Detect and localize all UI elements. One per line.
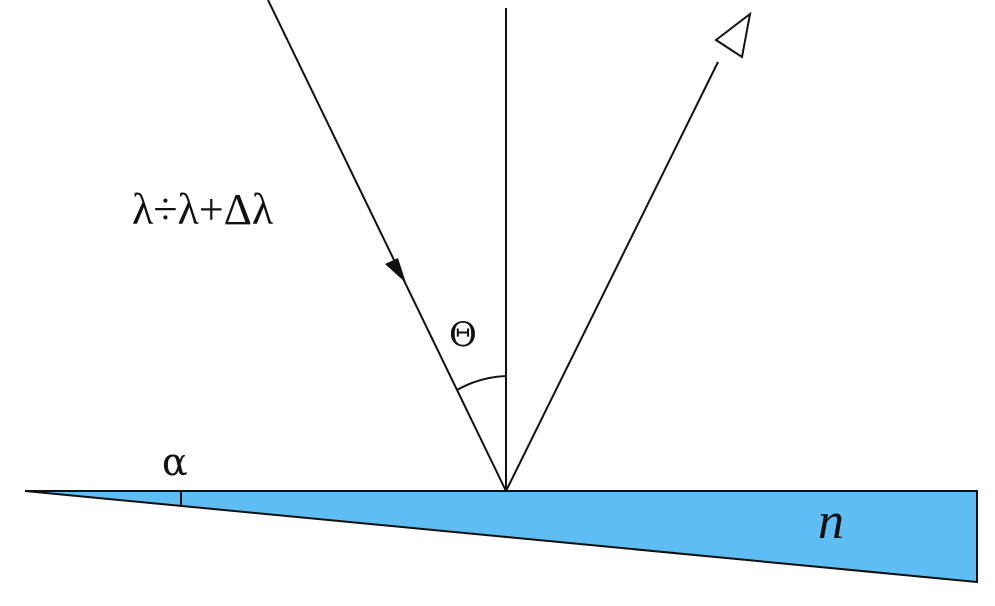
refractive-index-label: n — [818, 493, 844, 550]
incidence-angle-arc — [456, 375, 507, 391]
angle-theta-label: Θ — [449, 315, 477, 355]
wavelength-label: λ÷λ+Δλ — [132, 185, 274, 234]
reflected-ray-arrowhead — [714, 11, 752, 59]
wedge-angle-alpha-label: α — [162, 440, 188, 484]
reflected-ray — [505, 61, 719, 492]
incident-ray — [267, 0, 507, 492]
incident-ray-arrowhead — [385, 258, 406, 283]
